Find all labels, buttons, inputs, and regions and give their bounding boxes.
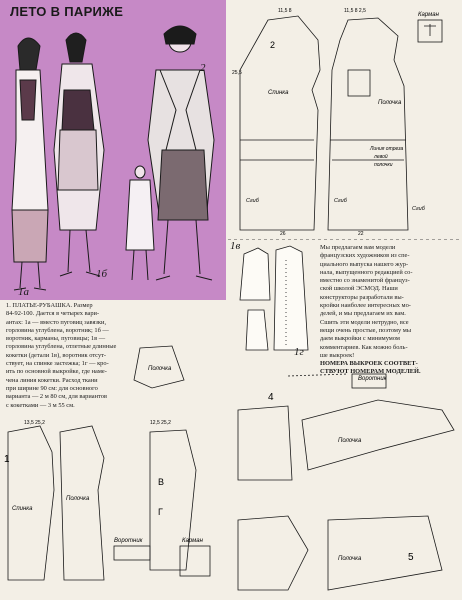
illustration-panel: 1а 1б 2 [0,0,226,300]
pattern-4-5-drawing: Воротник 4 Полочка 5 Полочка [237,373,455,591]
pattern1-label-karman: Карман [182,538,204,544]
pattern-number-1: 1 [4,454,10,465]
pattern1-label-vorotnik: Воротник [114,538,144,544]
fashion-illustration [11,25,215,291]
pattern1-label-polochka: Полочка [66,496,90,502]
pattern-label-gib-right: Сгиб [412,206,426,212]
svg-text:22: 22 [358,231,364,237]
svg-text:25,5: 25,5 [232,70,242,76]
model-description: 1. ПЛАТЬЕ-РУБАШКА. Размер 84-92-100. Дае… [6,302,117,409]
figure-label-1a: 1а [18,286,29,298]
pattern-number-4: 4 [268,392,274,403]
svg-text:11,5 8 2,5: 11,5 8 2,5 [344,8,366,14]
pattern-number-2: 2 [270,40,275,50]
pattern-label-gib-mid: Сгиб [334,198,348,204]
figure-label-2: 2 [200,62,206,74]
sketch-1v-1g [239,245,309,351]
pattern-2-drawing: 2 Спинка Полочка Карман Линия отреза лев… [228,8,462,240]
figure-label-1v: 1в [230,240,241,252]
pattern-number-note: НОМЕРА ВЫКРОЕК СООТВЕТ- [320,360,418,368]
intro-text: Мы предлагаем вам модели французских худ… [320,244,458,377]
pattern4-label-polochka: Полочка [338,438,362,444]
svg-text:Полочка: Полочка [148,366,172,372]
pattern1-label-spinka: Спинка [12,506,33,512]
pattern-number-5: 5 [408,552,414,563]
figure-2-drawing [147,25,215,281]
pattern5-label-polochka: Полочка [338,556,362,562]
figure-label-1b: 1б [96,268,108,280]
svg-text:26: 26 [280,231,286,237]
svg-text:11,5 8: 11,5 8 [278,8,292,14]
svg-text:полочки: полочки [374,162,393,168]
figure-1a-drawing [11,37,49,291]
pattern-label-liniya: Линия отреза [369,146,403,152]
pattern-number-v: В [158,477,164,487]
figure-1b-drawing [53,32,105,277]
svg-text:левой: левой [373,153,388,160]
back-view-figure [125,165,155,281]
pattern4-label-vorotnik: Воротник [358,376,388,382]
pattern-number-g: Г [158,507,163,517]
page-title: ЛЕТО В ПАРИЖЕ [10,4,124,19]
pattern-label-polochka: Полочка [378,100,402,106]
pattern-label-spinka: Спинка [268,90,289,96]
pattern-1-drawing: Полочка 1 Спинка Полочка В Г Воротник Ка… [4,345,211,581]
svg-text:13,5 25,2: 13,5 25,2 [24,420,45,426]
pattern-label-karman-top: Карман [418,12,440,18]
pattern-label-gib-left: Сгиб [246,198,260,204]
figure-label-1g: 1г [294,346,304,358]
svg-text:12,5 25,2: 12,5 25,2 [150,420,171,426]
